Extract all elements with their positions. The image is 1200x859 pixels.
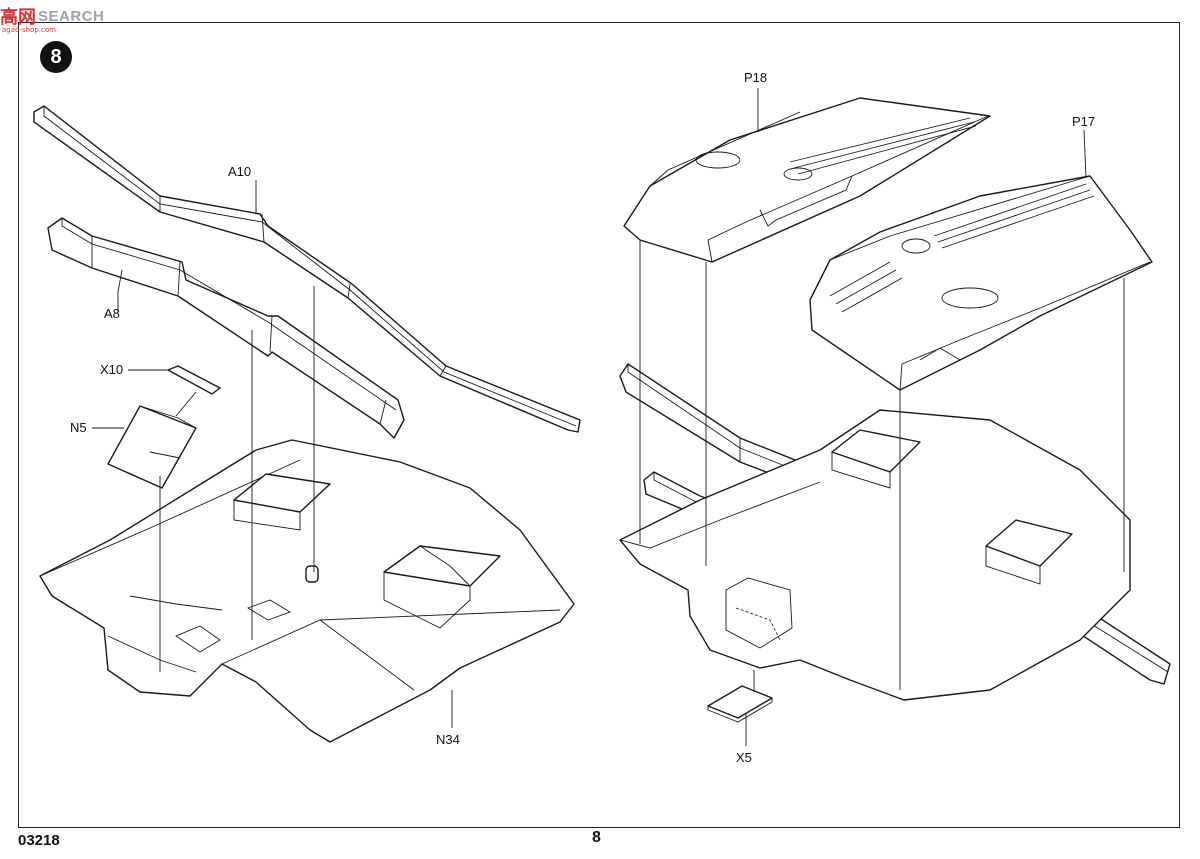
label-a10: A10 bbox=[228, 164, 252, 179]
label-a8: A8 bbox=[104, 306, 120, 321]
right-hull-assembly bbox=[619, 409, 1131, 701]
label-x10: X10 bbox=[100, 362, 124, 377]
part-a10-rail bbox=[33, 105, 581, 433]
label-p17: P17 bbox=[1072, 114, 1096, 129]
watermark-url: agao-shop.com bbox=[2, 26, 56, 34]
label-n5: N5 bbox=[70, 420, 87, 435]
watermark: 高网 SEARCH bbox=[0, 4, 104, 28]
step-number-badge: 8 bbox=[40, 41, 72, 73]
part-x5-plate bbox=[707, 685, 773, 723]
left-guide-lines bbox=[92, 180, 453, 728]
part-a8-rail bbox=[47, 217, 405, 439]
part-n34-hull bbox=[39, 439, 575, 743]
label-x5: X5 bbox=[736, 750, 752, 765]
label-p18: P18 bbox=[744, 70, 768, 85]
watermark-text: SEARCH bbox=[38, 7, 105, 25]
part-p17-roof bbox=[809, 175, 1153, 391]
page-frame bbox=[18, 22, 1180, 828]
label-n34: N34 bbox=[436, 732, 460, 747]
part-n5-block bbox=[107, 405, 197, 489]
part-p18-roof bbox=[623, 97, 991, 263]
right-guide-lines bbox=[639, 88, 1125, 746]
page-number: 8 bbox=[592, 829, 601, 846]
kit-code: 03218 bbox=[18, 832, 60, 849]
watermark-logo: 高网 bbox=[0, 7, 36, 28]
part-x10-plate bbox=[167, 365, 221, 395]
